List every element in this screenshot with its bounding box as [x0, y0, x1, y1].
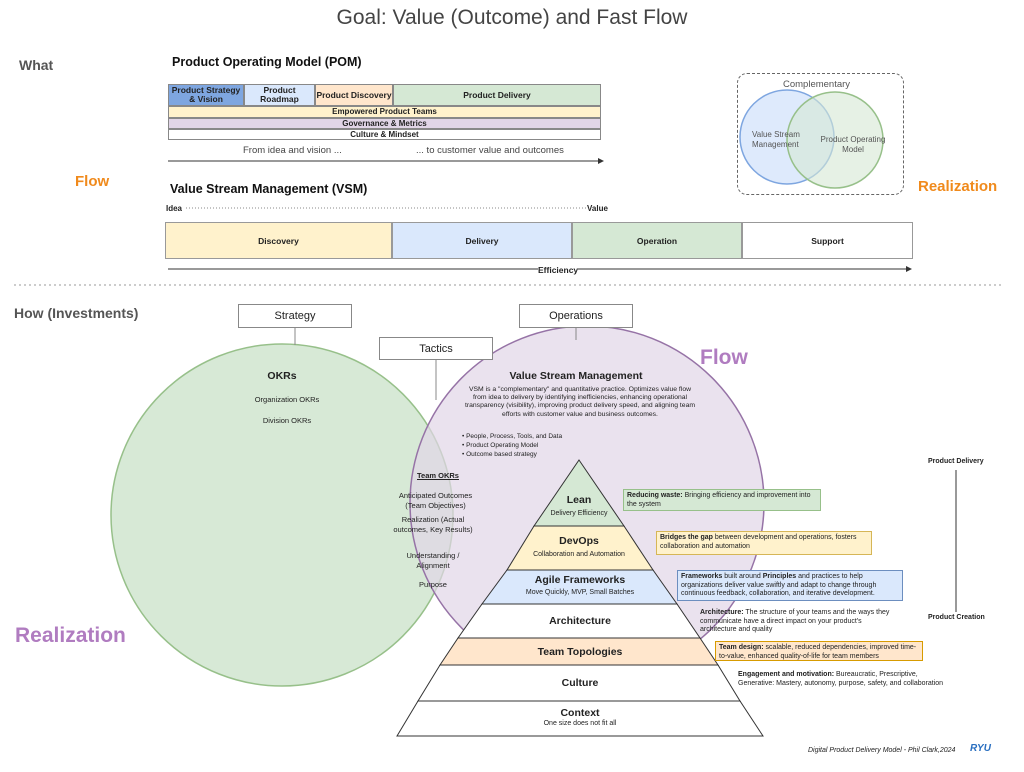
- pyramid-devops: DevOps Collaboration and Automation: [504, 535, 654, 558]
- pom-arrow: [168, 158, 604, 164]
- idea-label: Idea: [166, 204, 183, 213]
- note-team-topologies: Team design: scalable, reduced dependenc…: [715, 641, 923, 661]
- value-label: Value: [587, 204, 608, 213]
- bullet-item: • Product Operating Model: [462, 442, 539, 449]
- pom-arrow-left-text: From idea and vision ...: [243, 145, 342, 156]
- vsm-circle-bullets: • People, Process, Tools, and Data • Pro…: [462, 432, 562, 459]
- note-agile: Frameworks built around Principles and p…: [677, 570, 903, 601]
- pyramid-culture: Culture: [480, 677, 680, 689]
- how-label: How (Investments): [14, 305, 139, 321]
- team-okrs-realization: Realization (Actual outcomes, Key Result…: [393, 515, 473, 534]
- vsm-circle-desc: VSM is a "complementary" and quantitativ…: [464, 386, 696, 418]
- pyramid-context-title: Context: [560, 707, 600, 719]
- footer-credit: Digital Product Delivery Model - Phil Cl…: [808, 747, 956, 754]
- efficiency-arrow: [168, 266, 912, 272]
- okrs-title: OKRs: [267, 370, 297, 382]
- pyramid-agile: Agile Frameworks Move Quickly, MVP, Smal…: [490, 574, 670, 596]
- vsm-discovery: Discovery: [165, 222, 392, 259]
- vsm-support: Support: [742, 222, 913, 259]
- pyramid-devops-sub: Collaboration and Automation: [533, 551, 625, 558]
- pyramid-culture-title: Culture: [561, 677, 599, 689]
- small-venn: [739, 89, 884, 189]
- pom-row-governance: Governance & Metrics: [168, 118, 601, 129]
- pom-strategy-cell: Product Strategy & Vision: [168, 84, 244, 106]
- side-product-delivery: Product Delivery: [928, 458, 984, 465]
- bullet-item: • People, Process, Tools, and Data: [462, 433, 563, 440]
- venn-pom-label: Product Operating Model: [820, 135, 886, 154]
- pom-row-culture: Culture & Mindset: [168, 129, 601, 140]
- pom-heading: Product Operating Model (POM): [172, 55, 362, 69]
- efficiency-label: Efficiency: [538, 265, 579, 275]
- okrs-division: Division OKRs: [262, 416, 312, 425]
- note-lean: Reducing waste: Bringing efficiency and …: [623, 489, 821, 511]
- pyramid-agile-sub: Move Quickly, MVP, Small Batches: [525, 589, 635, 596]
- realization-big-label: Realization: [15, 624, 126, 647]
- vsm-circle-title: Value Stream Management: [509, 370, 643, 382]
- note-architecture: Architecture: The structure of your team…: [700, 609, 890, 633]
- pom-discovery-cell: Product Discovery: [315, 84, 393, 106]
- pyramid-devops-title: DevOps: [559, 535, 599, 547]
- pyramid-lean-sub: Delivery Efficiency: [550, 510, 608, 517]
- note-culture: Engagement and motivation: Bureaucratic,…: [738, 671, 944, 687]
- pom-roadmap-cell: Product Roadmap: [244, 84, 315, 106]
- venn-vsm-label: Value Stream Management: [752, 130, 800, 149]
- note-devops: Bridges the gap between development and …: [656, 531, 872, 555]
- pyramid-team-topologies-title: Team Topologies: [537, 646, 623, 658]
- complementary-box: [737, 73, 904, 195]
- tactics-tab: Tactics: [379, 337, 493, 360]
- vsm-heading: Value Stream Management (VSM): [170, 182, 368, 196]
- idea-value-dotted-line: [186, 207, 586, 209]
- pom-row-teams: Empowered Product Teams: [168, 106, 601, 118]
- team-okrs-outcomes: Anticipated Outcomes (Team Objectives): [398, 491, 473, 510]
- pyramid-context: Context One size does not fit all: [480, 707, 680, 727]
- vsm-operation: Operation: [572, 222, 742, 259]
- pyramid-lean: Lean Delivery Efficiency: [529, 494, 629, 517]
- team-okrs-alignment: Understanding / Alignment: [406, 551, 460, 570]
- pyramid-context-sub: One size does not fit all: [543, 720, 617, 727]
- ryu-logo: RYU: [970, 743, 991, 754]
- vsm-delivery: Delivery: [392, 222, 572, 259]
- okrs-org: Organization OKRs: [254, 395, 320, 404]
- side-product-creation: Product Creation: [928, 614, 985, 621]
- pyramid-agile-title: Agile Frameworks: [534, 574, 626, 586]
- page-title: Goal: Value (Outcome) and Fast Flow: [336, 6, 688, 29]
- pyramid-architecture: Architecture: [480, 615, 680, 627]
- team-okrs-purpose: Purpose: [419, 580, 447, 589]
- pyramid-team-topologies: Team Topologies: [480, 646, 680, 658]
- complementary-label: Complementary: [783, 79, 851, 90]
- pyramid-lean-title: Lean: [566, 494, 592, 506]
- pyramid-architecture-title: Architecture: [549, 615, 611, 627]
- pom-arrow-right-text: ... to customer value and outcomes: [416, 145, 564, 156]
- what-label: What: [19, 57, 54, 73]
- bullet-item: • Outcome based strategy: [462, 451, 537, 458]
- team-okrs-title: Team OKRs: [417, 471, 459, 480]
- flow-label: Flow: [75, 173, 110, 190]
- realization-label: Realization: [918, 178, 998, 195]
- flow-big-label: Flow: [700, 346, 748, 369]
- operations-tab: Operations: [519, 304, 633, 328]
- strategy-tab: Strategy: [238, 304, 352, 328]
- pom-delivery-cell: Product Delivery: [393, 84, 601, 106]
